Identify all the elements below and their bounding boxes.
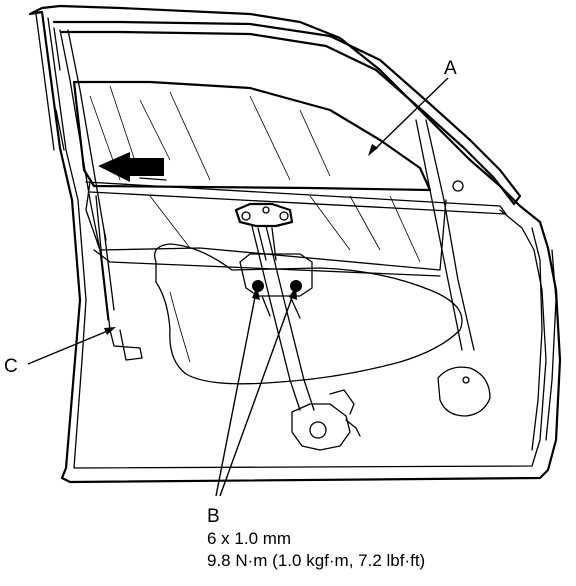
rear-channel (95, 195, 143, 361)
callout-lines (27, 77, 449, 497)
arrow-left-icon (98, 152, 167, 182)
lower-speaker-hole (437, 180, 491, 417)
window-regulator (234, 202, 361, 451)
regulator-bolt-1 (252, 280, 264, 292)
label-a: A (444, 58, 457, 79)
glass-reflection-lines (89, 85, 421, 263)
torque-spec: 9.8 N·m (1.0 kgf·m, 7.2 lbf·ft) (207, 551, 425, 570)
bolt-size-spec: 6 x 1.0 mm (207, 529, 291, 548)
door-panel (28, 4, 562, 484)
door-glass (72, 80, 447, 277)
label-b: B (207, 506, 220, 527)
upper-clip-hole (452, 180, 464, 192)
label-c: C (4, 356, 18, 377)
door-access-hole (153, 243, 463, 385)
reinforcement-bar (85, 181, 507, 215)
